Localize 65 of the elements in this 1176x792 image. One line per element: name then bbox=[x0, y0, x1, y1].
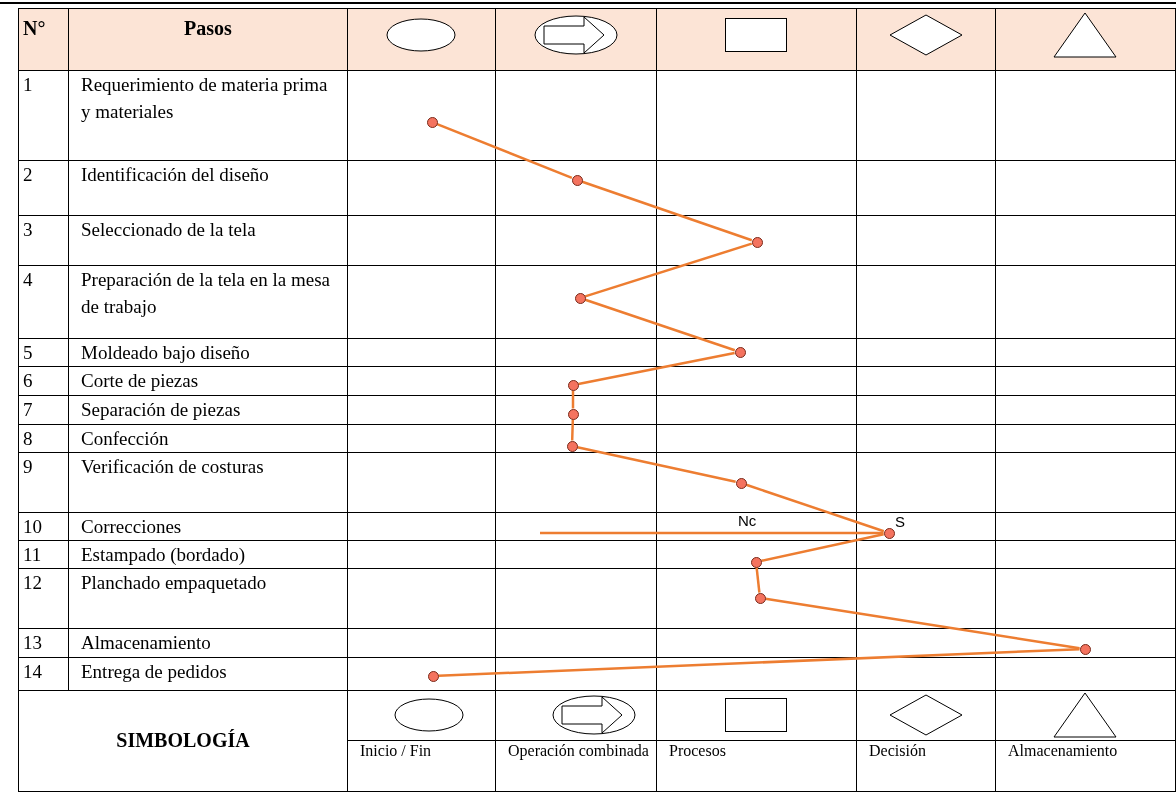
edge-label: Nc bbox=[738, 512, 757, 529]
connector-line bbox=[745, 483, 885, 533]
step-name: Requerimiento de materia prima y materiales bbox=[81, 73, 329, 124]
step-name: Confección bbox=[81, 427, 170, 451]
step-name: Verificación de costuras bbox=[81, 455, 265, 479]
step-name: Moldeado bajo diseño bbox=[81, 341, 251, 365]
step-name: Identificación del diseño bbox=[81, 163, 270, 187]
step-number: 14 bbox=[23, 660, 42, 684]
connector-line bbox=[755, 567, 761, 593]
step-marker bbox=[574, 292, 586, 304]
step-number: 13 bbox=[23, 631, 42, 655]
step-name: Correcciones bbox=[81, 515, 183, 539]
connector-line bbox=[765, 597, 1080, 650]
step-marker bbox=[751, 236, 763, 248]
symbol-name: Almacenamiento bbox=[1008, 741, 1119, 760]
connector-line bbox=[570, 419, 575, 441]
step-number: 6 bbox=[23, 369, 33, 393]
step-marker bbox=[1079, 643, 1091, 655]
step-marker bbox=[566, 440, 578, 452]
step-number: 3 bbox=[23, 218, 33, 242]
step-number: 10 bbox=[23, 515, 42, 539]
step-name: Corte de piezas bbox=[81, 369, 200, 393]
symbol-name: Operación combinada bbox=[508, 741, 650, 760]
connector-line bbox=[584, 298, 736, 352]
step-marker bbox=[735, 477, 747, 489]
connector-line bbox=[581, 180, 753, 242]
symbol-name: Inicio / Fin bbox=[360, 741, 433, 760]
step-marker bbox=[734, 346, 746, 358]
step-marker bbox=[426, 116, 438, 128]
column-header: N° bbox=[23, 16, 46, 41]
step-number: 1 bbox=[23, 73, 33, 97]
symbol-name: Procesos bbox=[669, 741, 727, 760]
step-marker bbox=[567, 408, 579, 420]
marker-caption: S bbox=[895, 514, 905, 530]
step-marker bbox=[571, 174, 583, 186]
step-name: Planchado empaquetado bbox=[81, 571, 268, 595]
connector-line bbox=[438, 648, 1080, 677]
step-marker bbox=[567, 379, 579, 391]
column-header: Pasos bbox=[183, 16, 233, 41]
symbol-name: Decisión bbox=[869, 741, 927, 760]
step-number: 2 bbox=[23, 163, 33, 187]
step-name: Estampado (bordado) bbox=[81, 543, 247, 567]
step-marker bbox=[883, 527, 895, 539]
connector-line bbox=[584, 242, 753, 298]
connector-line bbox=[578, 351, 735, 386]
step-number: 11 bbox=[23, 543, 42, 567]
connector-line bbox=[577, 445, 736, 484]
step-marker bbox=[750, 556, 762, 568]
step-name: Preparación de la tela en la mesa de trabajo bbox=[81, 268, 331, 319]
step-name: Separación de piezas bbox=[81, 398, 242, 422]
connector-line bbox=[761, 532, 884, 563]
step-number: 4 bbox=[23, 268, 33, 292]
step-number: 12 bbox=[23, 571, 42, 595]
step-marker bbox=[427, 670, 439, 682]
connector-line bbox=[436, 122, 573, 180]
connector-line bbox=[540, 531, 884, 535]
step-number: 8 bbox=[23, 427, 33, 451]
step-number: 9 bbox=[23, 455, 33, 479]
step-number: 7 bbox=[23, 398, 33, 422]
step-marker bbox=[754, 592, 766, 604]
step-name: Seleccionado de la tela bbox=[81, 218, 257, 242]
legend-title: SIMBOLOGÍA bbox=[115, 728, 251, 753]
step-number: 5 bbox=[23, 341, 33, 365]
step-name: Almacenamiento bbox=[81, 631, 212, 655]
step-name: Entrega de pedidos bbox=[81, 660, 228, 684]
